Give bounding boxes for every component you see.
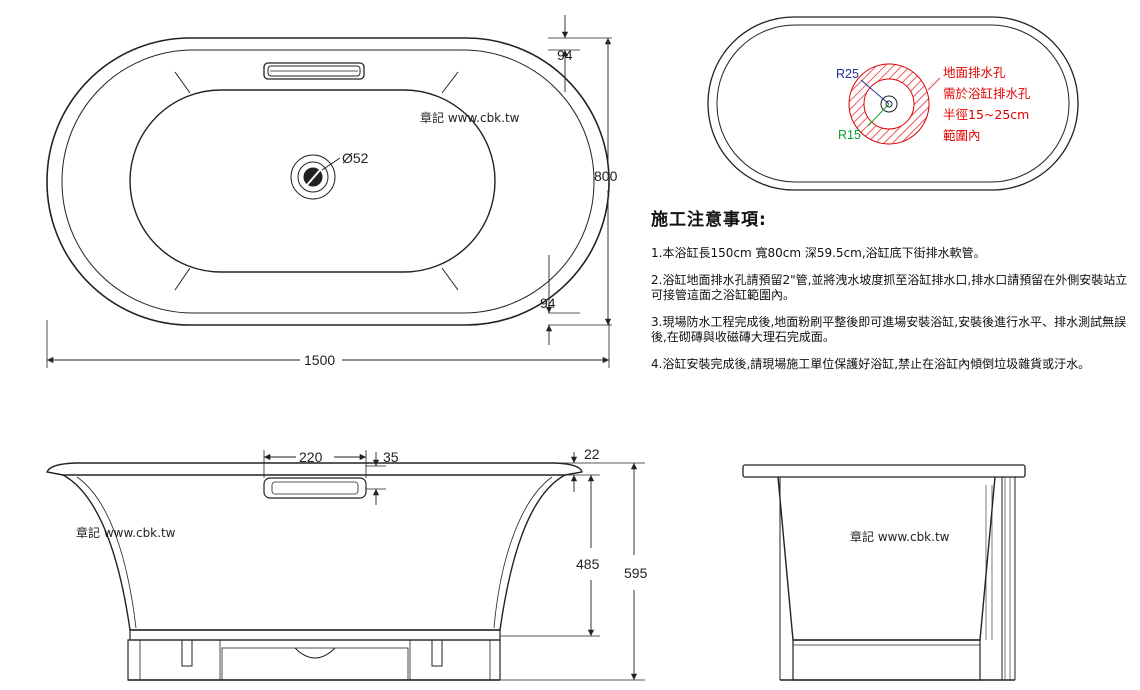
dim-rim-thickness-label: 22: [584, 446, 600, 462]
dim-handle-width-label: 220: [299, 449, 323, 465]
drain-note-line-4: 範圍內: [943, 128, 981, 143]
note-item-2: 2.浴缸地面排水孔請預留2"管,並將洩水坡度抓至浴缸排水口,排水口請預留在外側安…: [651, 273, 1128, 302]
dim-handle-height-label: 35: [383, 449, 399, 465]
side-handle: [263, 477, 367, 499]
drain-note-line-2: 需於浴缸排水孔: [943, 86, 1031, 101]
overflow-handle: [263, 62, 365, 80]
watermark-side-view: 章記 www.cbk.tw: [76, 525, 176, 540]
drain-note-line-3: 半徑15~25cm: [943, 107, 1029, 122]
leveling-foot-left: [181, 639, 193, 667]
watermark-end-view: 章記 www.cbk.tw: [850, 529, 950, 544]
drain-icon: [290, 154, 341, 200]
end-view-base: [792, 639, 981, 681]
tub-basin-outline: [129, 89, 496, 273]
dim-drain-label: Ø52: [342, 150, 369, 166]
drain-r-outer-label: R25: [836, 67, 859, 81]
note-item-1: 1.本浴缸長150cm 寬80cm 深59.5cm,浴缸底下街排水軟管。: [651, 246, 986, 260]
leveling-foot-right: [431, 639, 443, 667]
dim-inner-depth-label: 485: [576, 556, 600, 572]
dim-width-label: 800: [594, 168, 618, 184]
note-item-3: 3.現場防水工程完成後,地面粉刷平整後即可進場安裝浴缸,安裝後進行水平、排水測試…: [651, 315, 1127, 344]
end-view-shell: [777, 476, 996, 641]
note-item-4: 4.浴缸安裝完成後,請現場施工單位保護好浴缸,禁止在浴缸內傾倒垃圾雜貨或汙水。: [651, 357, 1091, 371]
tub-rim-inner-outline: [61, 49, 595, 314]
dim-length-label: 1500: [304, 352, 335, 368]
drain-note-line-1: 地面排水孔: [943, 65, 1006, 80]
drain-r-inner-label: R15: [838, 128, 861, 142]
side-view: [46, 450, 645, 681]
dim-rim-bottom-label: 94: [540, 295, 556, 311]
drain-detail: [707, 16, 1079, 191]
dim-rim-top-label: 94: [557, 47, 573, 63]
construction-notes: 施工注意事項: 1.本浴缸長150cm 寬80cm 深59.5cm,浴缸底下街排…: [651, 205, 1131, 384]
tub-base: [127, 639, 501, 681]
end-view: [742, 464, 1026, 681]
notes-title: 施工注意事項:: [651, 210, 767, 230]
tub-outer-outline: [46, 37, 610, 326]
end-view-rim: [742, 464, 1026, 478]
watermark-top-view: 章記 www.cbk.tw: [420, 110, 520, 125]
dim-total-height-label: 595: [624, 565, 648, 581]
top-view: [46, 15, 612, 368]
